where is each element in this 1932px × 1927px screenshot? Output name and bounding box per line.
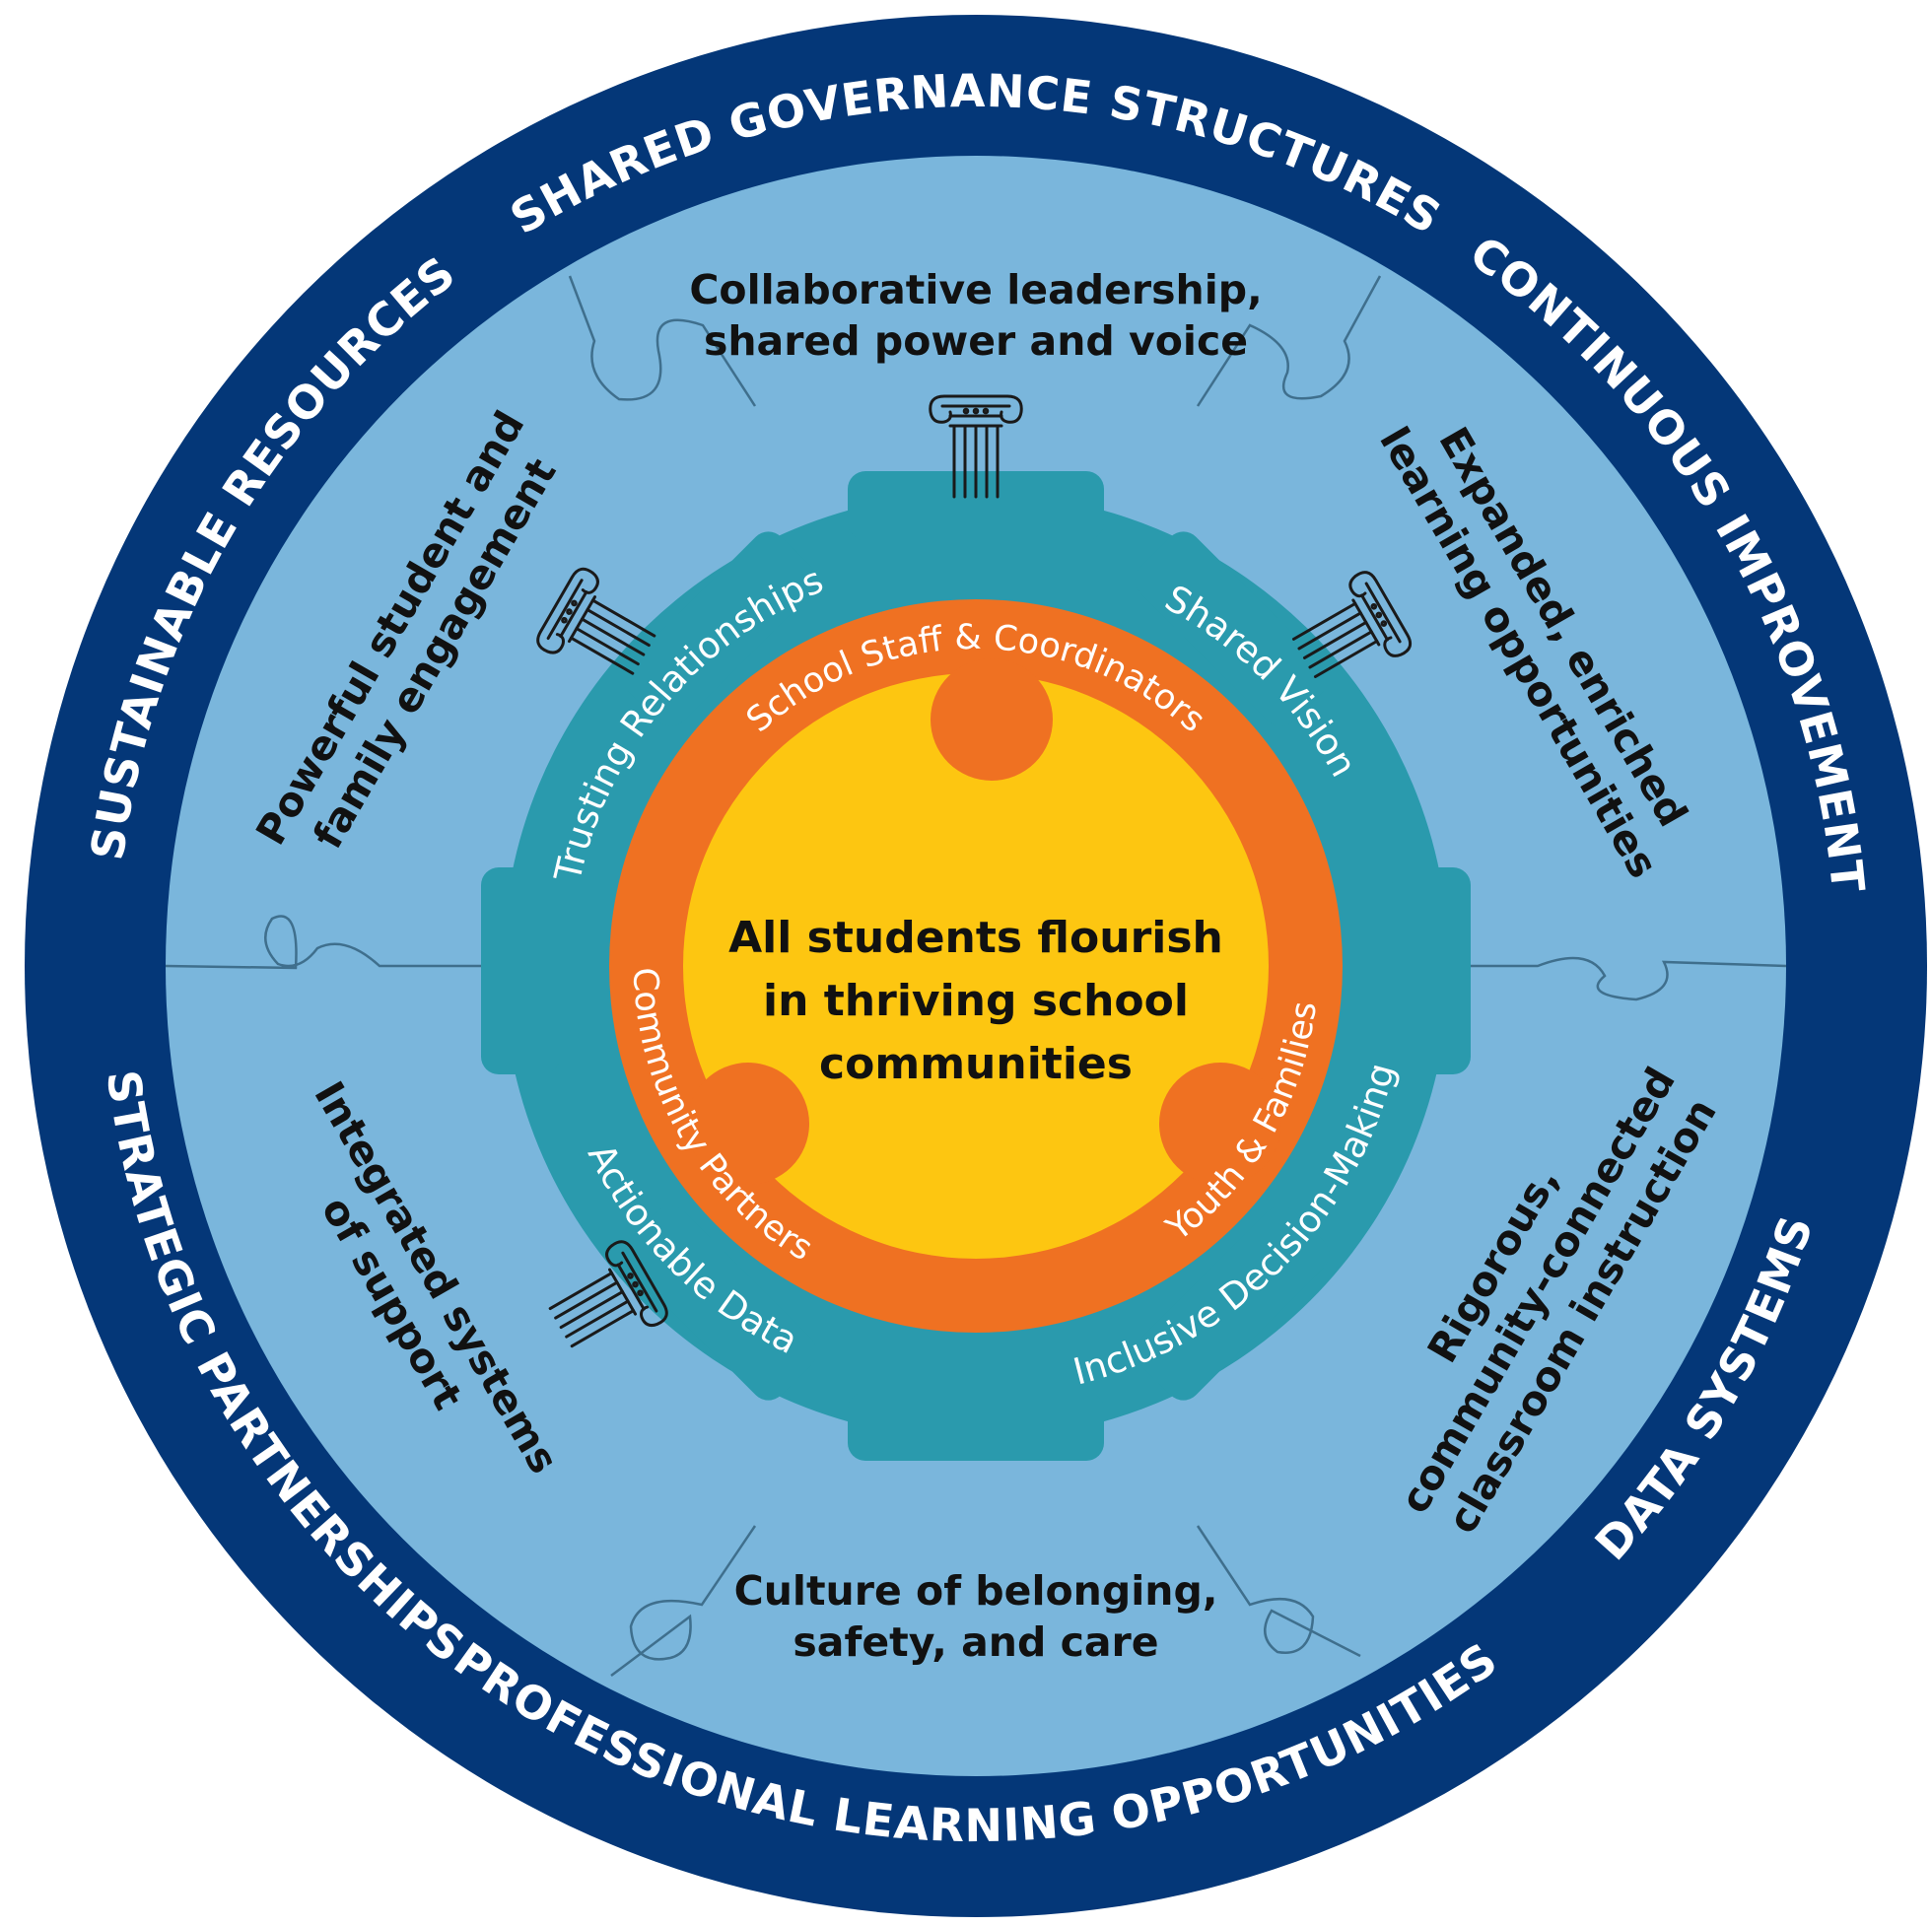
center-line-3: communities [819, 1039, 1133, 1089]
center-circle [683, 673, 1269, 1259]
center-line-2: in thriving school [763, 976, 1189, 1026]
ring-knobs [687, 658, 1281, 1185]
pillar-culture-of-belonging: Culture of belonging,safety, and care [734, 1567, 1218, 1666]
pillar-line: Collaborative leadership, [689, 266, 1262, 313]
pillar-collaborative-leadership: Collaborative leadership,shared power an… [689, 266, 1262, 365]
center-line-1: All students flourish [728, 913, 1223, 963]
pillar-line: safety, and care [793, 1618, 1158, 1666]
gear-teeth [481, 471, 1471, 1461]
pillar-line: Culture of belonging, [734, 1567, 1218, 1615]
center-statement: All students flourish in thriving school… [728, 913, 1223, 1089]
puzzle-seams [165, 275, 1787, 1677]
pillar-line: shared power and voice [704, 317, 1248, 365]
